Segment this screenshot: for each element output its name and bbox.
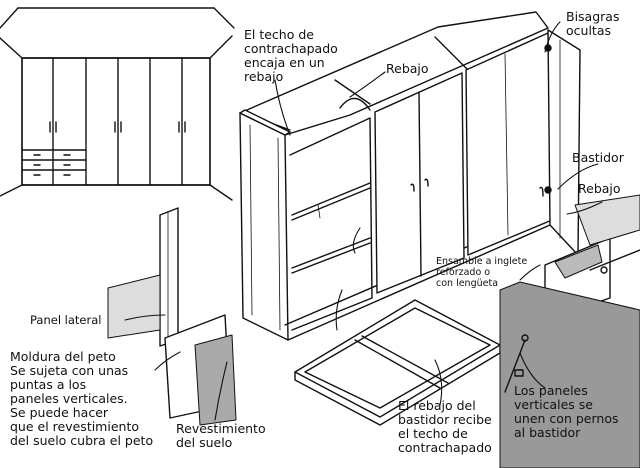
cabinet-carcass: [239, 11, 581, 341]
label-revestimiento-suelo: Revestimiento del suelo: [176, 421, 266, 450]
label-bastidor: Bastidor: [572, 150, 624, 165]
label-techo-contrachapado: El techo de contrachapado encaja en un r…: [244, 27, 338, 84]
label-rebajo-top: Rebajo: [386, 61, 429, 76]
leader-lines: [124, 21, 603, 421]
label-moldura-peto: Moldura del peto Se sujeta con unas punt…: [10, 349, 154, 448]
label-ensamble-inglete: Ensamble a inglete reforzado o con lengü…: [436, 256, 528, 289]
label-pernos-bastidor: Los paneles verticales se unen con perno…: [514, 383, 619, 440]
label-panel-lateral: Panel lateral: [30, 313, 102, 327]
room-view-sketch: [0, 7, 235, 201]
label-bisagras-ocultas: Bisagras ocultas: [566, 9, 620, 38]
label-rebajo-bastidor: El rebajo del bastidor recibe el techo d…: [398, 398, 492, 455]
side-panel-sketch: [107, 207, 237, 426]
plinth-frame: [294, 299, 501, 426]
label-rebajo-right: Rebajo: [578, 181, 621, 196]
bolted-panel-sketch: [499, 281, 640, 468]
